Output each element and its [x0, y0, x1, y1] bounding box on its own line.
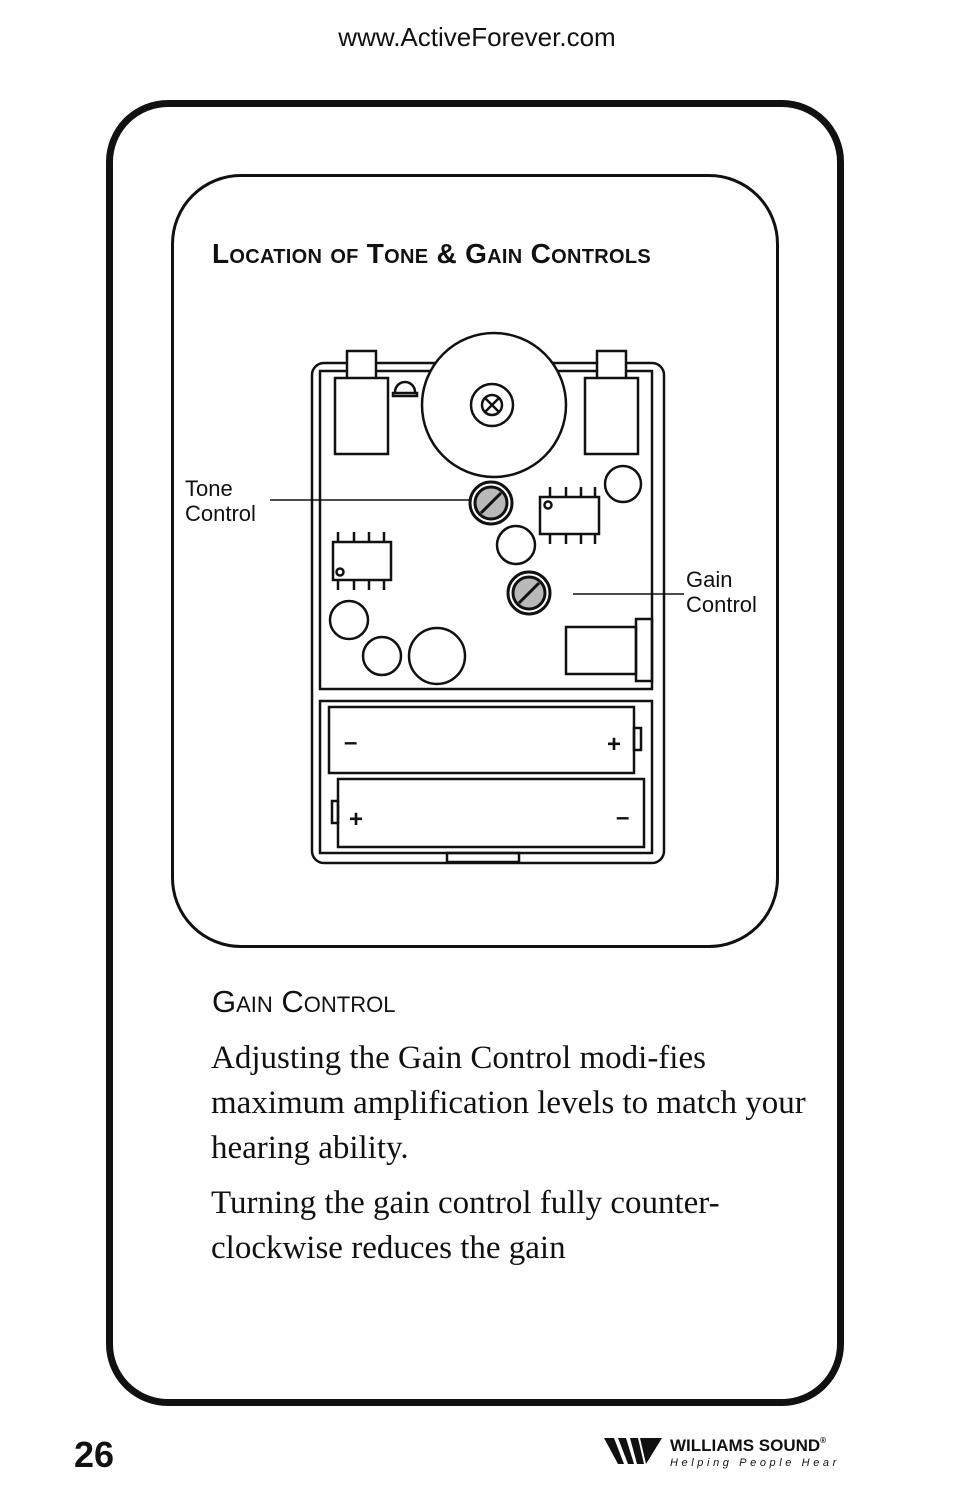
battery-bottom-minus: – — [616, 804, 629, 831]
website-url: www.ActiveForever.com — [338, 22, 616, 52]
gain-control-screw — [506, 570, 552, 616]
battery-compartment — [318, 699, 654, 855]
williams-sound-logo: WILLIAMS SOUND® Helping People Hear — [604, 1434, 864, 1474]
battery-top-minus: – — [344, 729, 357, 756]
battery-bottom — [336, 777, 646, 849]
diagram-title: Location of Tone & Gain Controls — [212, 238, 651, 269]
battery-top — [327, 705, 636, 775]
outer-frame — [106, 100, 844, 1406]
diagram-frame — [171, 174, 779, 948]
right-switch — [595, 349, 628, 381]
paragraph-gain-instruction: Turning the gain control fully counter-c… — [211, 1185, 720, 1266]
battery-top-plus: + — [607, 731, 621, 758]
battery-bottom-plus: + — [349, 806, 363, 833]
ic-chip-left — [331, 540, 393, 582]
audio-jack — [564, 625, 638, 676]
tone-control-label: Tone Control — [185, 476, 256, 526]
gain-control-label: Gain Control — [686, 567, 757, 617]
speaker-circle — [420, 331, 568, 479]
paragraph-gain-description: Adjusting the Gain Control modi-fies max… — [211, 1040, 806, 1166]
williams-sound-logo-icon — [604, 1438, 662, 1464]
left-switch — [345, 349, 378, 381]
ic-chip-right — [538, 495, 601, 536]
tone-control-screw — [468, 480, 514, 526]
section-title: Gain Control — [212, 984, 396, 1019]
page-number: 26 — [74, 1434, 115, 1475]
